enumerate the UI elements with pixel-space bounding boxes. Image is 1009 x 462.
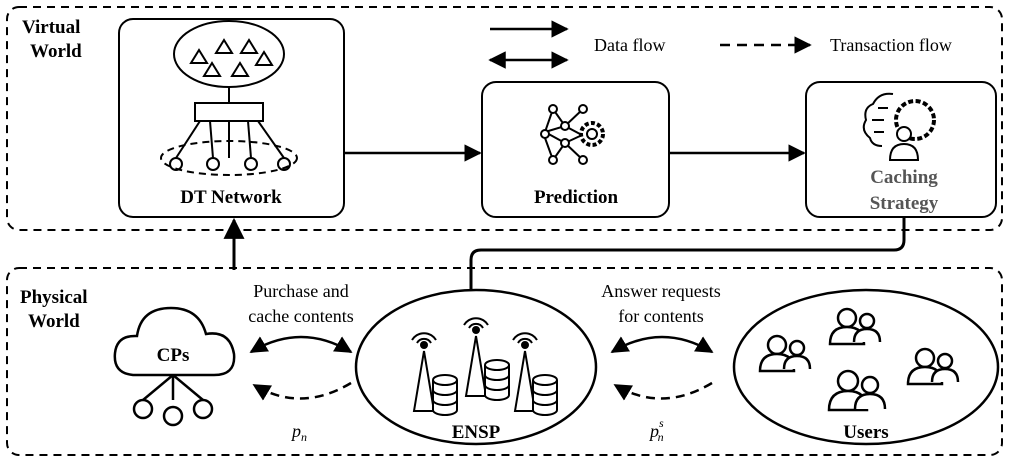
dt-network-icon xyxy=(160,20,298,176)
virtual-world-boundary xyxy=(6,6,1003,231)
cloud-network-icon xyxy=(132,374,214,427)
ensp-label: ENSP xyxy=(452,422,501,443)
virtual-world-label: World xyxy=(30,41,82,62)
physical-world-boundary xyxy=(6,267,1003,456)
legend-data-flow-label: Data flow xyxy=(594,35,665,55)
neural-network-gear-icon xyxy=(540,104,605,165)
cloud-icon xyxy=(113,306,236,377)
ensp-node: ENSP xyxy=(354,288,598,446)
price-pn-subscript: n xyxy=(301,430,307,444)
answer-requests-label: Answer requests xyxy=(601,281,720,301)
ensp-users-data-arrow xyxy=(610,335,714,354)
physical-world-label: Physical xyxy=(20,287,88,308)
answer-requests-label: for contents xyxy=(618,306,703,326)
caching-strategy-label: Caching xyxy=(870,167,938,188)
prediction-node: Prediction xyxy=(481,81,670,218)
prediction-box xyxy=(481,81,670,218)
users-label: Users xyxy=(843,422,888,443)
physical-world-label: World xyxy=(28,311,80,332)
cps-node: CPs xyxy=(113,306,236,427)
cps-label: CPs xyxy=(157,345,190,366)
virtual-world-label: Virtual xyxy=(22,17,80,38)
users-node: Users xyxy=(732,288,1000,446)
legend: Data flow Transaction flow xyxy=(488,20,952,69)
purchase-cache-label: cache contents xyxy=(248,306,353,326)
price-pns-subscript: n xyxy=(658,430,664,444)
price-pns-superscript: s xyxy=(659,416,664,430)
price-pn-label: pn xyxy=(290,421,307,444)
caching-strategy-node: Caching Strategy xyxy=(805,81,997,218)
dt-network-label: DT Network xyxy=(180,187,282,208)
price-pns-symbol: p xyxy=(648,421,659,441)
cp-ensp-data-arrow xyxy=(249,335,353,354)
caching-strategy-label: Strategy xyxy=(870,193,939,214)
caching-to-ensp-arrow xyxy=(460,217,906,313)
price-pn-symbol: p xyxy=(290,421,301,441)
users-ellipse xyxy=(732,288,1000,446)
cp-ensp-transaction-arrow xyxy=(252,381,352,401)
brain-user-gear-icon xyxy=(862,92,936,161)
dt-network-node: DT Network xyxy=(118,18,345,218)
base-station-storage-icons xyxy=(411,317,558,416)
prediction-label: Prediction xyxy=(534,187,619,208)
ensp-users-transaction-arrow xyxy=(613,381,713,401)
users-icons xyxy=(758,307,960,412)
legend-transaction-flow-label: Transaction flow xyxy=(830,35,952,55)
purchase-cache-label: Purchase and xyxy=(253,281,348,301)
